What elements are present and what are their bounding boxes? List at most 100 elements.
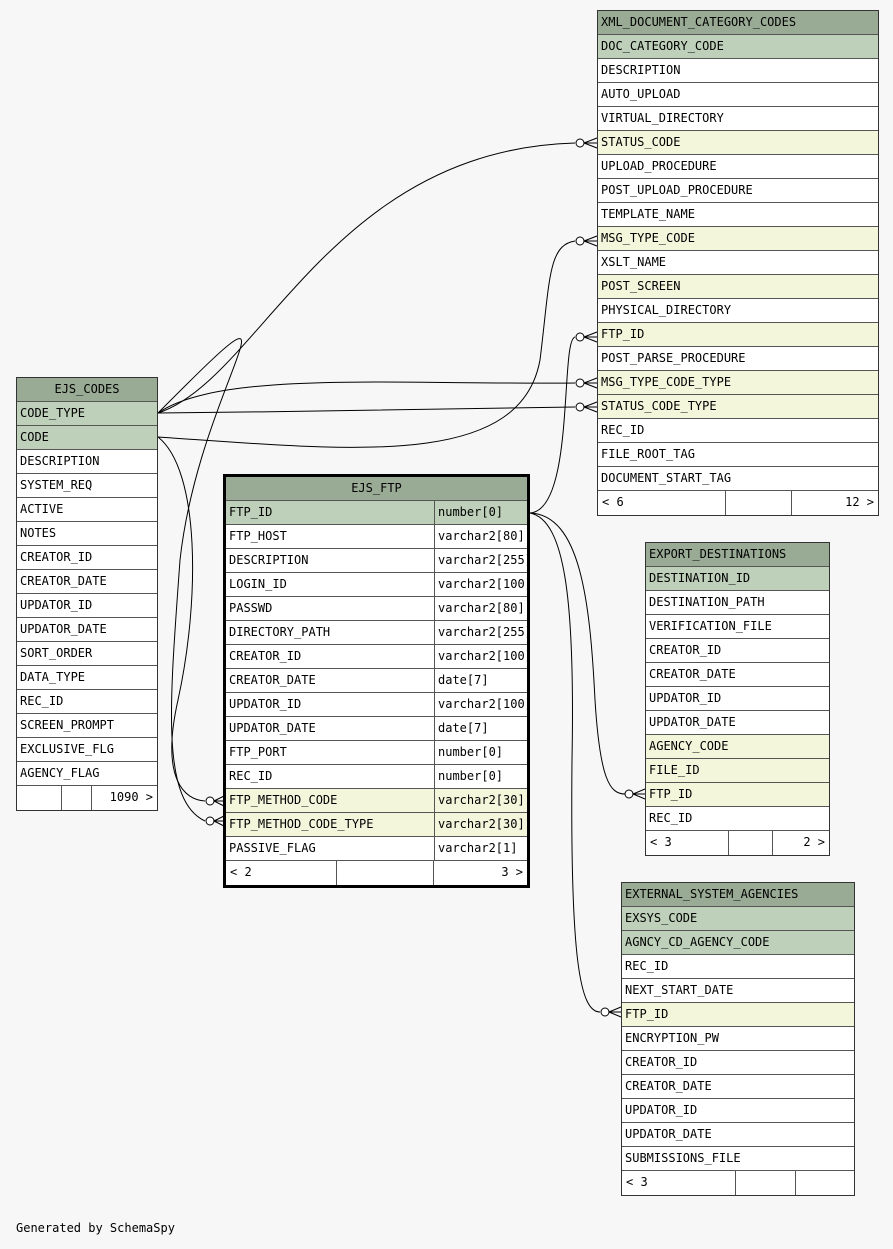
column-row: MSG_TYPE_CODE <box>598 227 878 251</box>
column-type: varchar2[255] <box>434 549 527 572</box>
column-type: varchar2[1] <box>434 837 527 860</box>
table-header: EXPORT_DESTINATIONS <box>646 543 829 567</box>
column-row: SCREEN_PROMPT <box>17 714 157 738</box>
column-type: varchar2[30] <box>434 789 527 812</box>
column-row: POST_SCREEN <box>598 275 878 299</box>
column-name: REC_ID <box>601 423 645 437</box>
column-row: UPDATOR_ID <box>646 687 829 711</box>
column-name: AGENCY_FLAG <box>20 766 100 780</box>
column-row: FTP_ID <box>622 1003 854 1027</box>
column-name: EXSYS_CODE <box>625 911 698 925</box>
parent-count: < 6 <box>602 495 624 509</box>
column-name: FTP_METHOD_CODE <box>229 793 338 807</box>
link-xml-ftp-id <box>529 336 576 514</box>
link-msg-type-code-type <box>157 381 576 414</box>
child-count: 12 > <box>845 495 874 509</box>
table-name: EJS_FTP <box>351 481 402 495</box>
column-row: CREATOR_DATE <box>622 1075 854 1099</box>
column-type: varchar2[100] <box>434 573 527 596</box>
table-name: EXTERNAL_SYSTEM_AGENCIES <box>625 887 799 901</box>
table-name: XML_DOCUMENT_CATEGORY_CODES <box>601 15 797 29</box>
column-row: FTP_PORT number[0] <box>226 741 527 765</box>
column-row: PHYSICAL_DIRECTORY <box>598 299 878 323</box>
column-row: PASSIVE_FLAG varchar2[1] <box>226 837 527 861</box>
column-name: NEXT_START_DATE <box>625 983 734 997</box>
column-row: AGENCY_CODE <box>646 735 829 759</box>
column-type: number[0] <box>434 741 527 764</box>
column-name: MSG_TYPE_CODE_TYPE <box>601 375 732 389</box>
column-name: PASSIVE_FLAG <box>229 841 316 855</box>
column-row: DESCRIPTION <box>598 59 878 83</box>
link-msg-type-code <box>157 240 576 448</box>
footer-divider <box>795 1171 796 1195</box>
parent-count: < 3 <box>650 835 672 849</box>
column-row: AGENCY_FLAG <box>17 762 157 786</box>
column-row: CREATOR_ID <box>622 1051 854 1075</box>
column-name: STATUS_CODE_TYPE <box>601 399 717 413</box>
link-status-code-type <box>157 406 576 414</box>
column-name: UPDATOR_DATE <box>20 622 107 636</box>
column-row: POST_UPLOAD_PROCEDURE <box>598 179 878 203</box>
column-name: UPDATOR_DATE <box>649 715 736 729</box>
column-row: STATUS_CODE_TYPE <box>598 395 878 419</box>
link-ftp-method-code <box>157 436 206 802</box>
column-row: POST_PARSE_PROCEDURE <box>598 347 878 371</box>
column-name: SCREEN_PROMPT <box>20 718 114 732</box>
column-name: POST_UPLOAD_PROCEDURE <box>601 183 753 197</box>
column-name: UPDATOR_ID <box>20 598 93 612</box>
column-name: CREATOR_DATE <box>625 1079 712 1093</box>
column-name: FTP_ID <box>625 1007 669 1021</box>
column-row: CREATOR_DATE <box>17 570 157 594</box>
footer-divider <box>772 831 773 855</box>
column-row: SORT_ORDER <box>17 642 157 666</box>
column-name: POST_SCREEN <box>601 279 681 293</box>
column-name: FTP_ID <box>601 327 645 341</box>
column-type: varchar2[100] <box>434 645 527 668</box>
column-name: FTP_METHOD_CODE_TYPE <box>229 817 374 831</box>
column-type: number[0] <box>434 501 527 524</box>
column-name: UPDATOR_ID <box>229 697 302 711</box>
column-name: ACTIVE <box>20 502 64 516</box>
column-type: varchar2[80] <box>434 525 527 548</box>
column-name: REC_ID <box>229 769 273 783</box>
column-name: UPDATOR_ID <box>649 691 722 705</box>
column-name: FTP_ID <box>229 505 273 519</box>
column-row: DATA_TYPE <box>17 666 157 690</box>
column-name: CREATOR_DATE <box>20 574 107 588</box>
column-row: XSLT_NAME <box>598 251 878 275</box>
column-name: FTP_HOST <box>229 529 287 543</box>
column-name: FTP_PORT <box>229 745 287 759</box>
generator-credit: Generated by SchemaSpy <box>16 1221 175 1235</box>
column-name: PHYSICAL_DIRECTORY <box>601 303 732 317</box>
column-row: DOC_CATEGORY_CODE <box>598 35 878 59</box>
link-export-ftp-id <box>529 512 626 795</box>
table-name: EJS_CODES <box>54 382 120 396</box>
column-name: DESTINATION_ID <box>649 571 751 585</box>
column-name: CREATOR_DATE <box>649 667 736 681</box>
column-name: ENCRYPTION_PW <box>625 1031 719 1045</box>
column-name: CREATOR_ID <box>625 1055 698 1069</box>
column-name: DESTINATION_PATH <box>649 595 765 609</box>
column-name: UPLOAD_PROCEDURE <box>601 159 717 173</box>
column-name: REC_ID <box>625 959 669 973</box>
child-count: 3 > <box>501 865 523 879</box>
column-name: DOCUMENT_START_TAG <box>601 471 732 485</box>
footer-divider <box>61 786 62 810</box>
column-name: DESCRIPTION <box>229 553 309 567</box>
column-name: REC_ID <box>649 811 693 825</box>
column-type: date[7] <box>434 669 527 692</box>
column-row: AGNCY_CD_AGENCY_CODE <box>622 931 854 955</box>
table-external-system-agencies: EXTERNAL_SYSTEM_AGENCIES EXSYS_CODE AGNCY_… <box>621 882 855 1196</box>
column-name: VERIFICATION_FILE <box>649 619 772 633</box>
column-row: UPDATOR_ID <box>622 1099 854 1123</box>
column-row: NOTES <box>17 522 157 546</box>
table-ejs-ftp: EJS_FTP FTP_ID number[0] FTP_HOST varchar2[8… <box>223 474 530 888</box>
table-footer: 1090 > <box>17 786 157 810</box>
column-name: TEMPLATE_NAME <box>601 207 695 221</box>
footer-divider <box>735 1171 736 1195</box>
column-name: DOC_CATEGORY_CODE <box>601 39 724 53</box>
